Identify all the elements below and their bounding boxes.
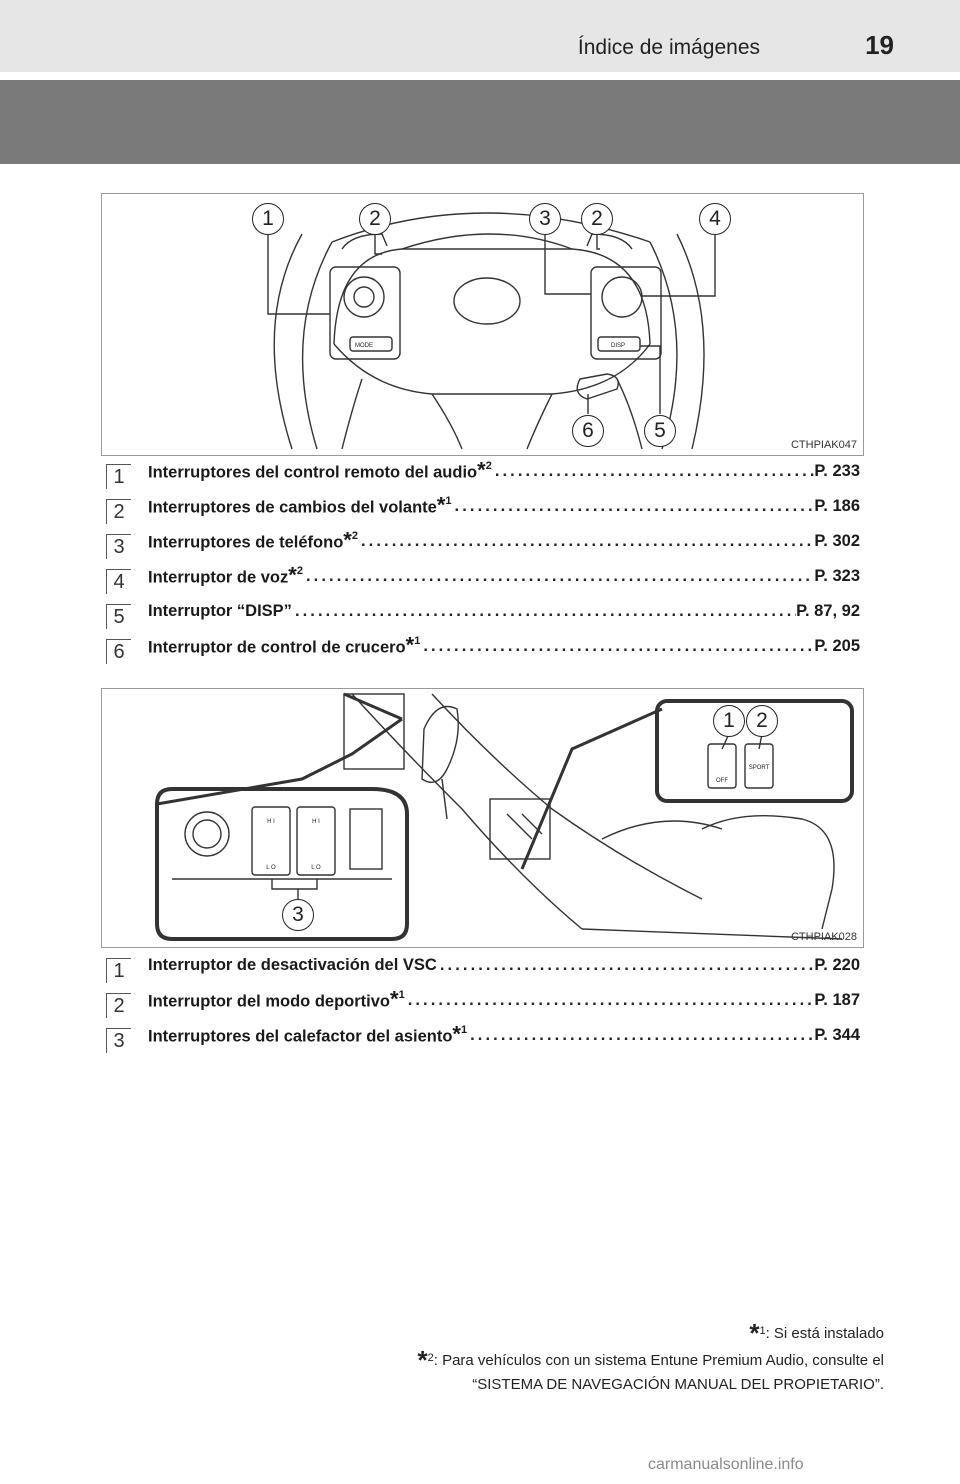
callout-5: 5 <box>644 415 676 447</box>
page-ref: P. 344 <box>814 1026 860 1044</box>
header-band <box>0 0 960 72</box>
item-number: 2 <box>106 993 131 1018</box>
asterisk: * <box>405 632 415 658</box>
page-ref: P. 302 <box>814 532 860 550</box>
footnote-2: *2: Para vehículos con un sistema Entune… <box>418 1345 885 1376</box>
asterisk: * <box>749 1318 760 1348</box>
mode-switch-label: MODE <box>355 343 373 349</box>
section-banner <box>0 80 960 164</box>
asterisk: * <box>452 1021 461 1047</box>
note-ref: 1 <box>414 635 421 647</box>
item-label: Interruptores del control remoto del aud… <box>148 463 478 482</box>
page-ref: P. 220 <box>814 956 860 974</box>
item-number: 1 <box>106 958 131 983</box>
item-label: Interruptor “DISP” <box>148 602 292 620</box>
asterisk: * <box>417 1345 428 1375</box>
disp-switch-label: DISP <box>611 343 625 349</box>
item-label: Interruptores de teléfono <box>148 533 344 552</box>
list-item: 3 Interruptores del calefactor del asien… <box>100 1022 860 1057</box>
list-item: 4 Interruptor de voz*2..................… <box>100 563 860 598</box>
item-label: Interruptor del modo deportivo <box>148 992 390 1011</box>
callout-3: 3 <box>282 899 314 931</box>
steering-wheel-illustration: MODE DISP <box>267 212 716 450</box>
list-item: 6 Interruptor de control de crucero*1...… <box>100 633 860 668</box>
note-ref: 2 <box>296 565 303 577</box>
callout-1: 1 <box>252 203 284 235</box>
item-number: 1 <box>106 464 131 489</box>
asterisk: * <box>288 562 297 588</box>
page-ref: P. 186 <box>814 497 860 515</box>
list-item: 2 Interruptor del modo deportivo*1......… <box>100 987 860 1022</box>
figure-code: CTHPIAK047 <box>790 439 857 451</box>
callout-2: 2 <box>359 203 391 235</box>
page-ref: P. 187 <box>814 991 860 1009</box>
note-ref: 1 <box>398 989 405 1001</box>
center-console-figure: H I L O H I L O OFF SPORT 1 2 3 CTHPIAK0… <box>101 688 864 948</box>
heater-hi-left: H I <box>267 819 275 825</box>
note-ref: 1 <box>460 1024 468 1036</box>
item-label: Interruptor de control de crucero <box>148 638 406 657</box>
callout-1: 1 <box>713 705 745 737</box>
page-ref: P. 205 <box>814 637 860 655</box>
list-item: 5 Interruptor “DISP”....................… <box>100 598 860 633</box>
center-console-illustration: H I L O H I L O OFF SPORT <box>155 692 854 941</box>
callout-3: 3 <box>529 203 561 235</box>
switch-list-1: 1 Interruptores del control remoto del a… <box>100 458 860 668</box>
item-number: 5 <box>106 604 131 629</box>
asterisk: * <box>436 492 446 518</box>
watermark: carmanualsonline.info <box>648 1456 804 1473</box>
figure-code: CTHPIAK028 <box>790 931 857 943</box>
callout-2: 2 <box>746 705 778 737</box>
item-label: Interruptor de voz <box>148 568 289 587</box>
page-ref: P. 87, 92 <box>796 602 860 620</box>
footnote-1: *1: Si está instalado <box>749 1318 884 1349</box>
heater-lo-left: L O <box>266 865 276 871</box>
steering-wheel-figure: MODE DISP 1 2 3 2 4 6 5 CTHPIAK047 <box>101 193 864 456</box>
page-ref: P. 233 <box>814 462 860 480</box>
heater-lo-right: L O <box>311 865 321 871</box>
item-number: 3 <box>106 1028 131 1053</box>
note-ref: 2 <box>485 460 492 472</box>
page-number: 19 <box>865 30 894 60</box>
note-ref: 2 <box>351 530 358 542</box>
page-ref: P. 323 <box>814 567 860 585</box>
callout-6: 6 <box>572 415 604 447</box>
item-number: 4 <box>106 569 131 594</box>
footnote-text: : Para vehículos con un sistema Entune P… <box>433 1352 884 1369</box>
asterisk: * <box>343 527 352 553</box>
asterisk: * <box>477 457 486 483</box>
footnote-text: : Si está instalado <box>765 1325 884 1342</box>
item-number: 3 <box>106 534 131 559</box>
footnote-2-line-2: “SISTEMA DE NAVEGACIÓN MANUAL DEL PROPIE… <box>472 1376 884 1393</box>
heater-hi-right: H I <box>312 819 320 825</box>
item-number: 6 <box>106 639 131 664</box>
callout-2b: 2 <box>581 203 613 235</box>
item-number: 2 <box>106 499 131 524</box>
section-title: Índice de imágenes <box>577 36 760 59</box>
list-item: 1 Interruptor de desactivación del VSC..… <box>100 952 860 987</box>
vsc-off-label: OFF <box>716 778 728 784</box>
item-label: Interruptores de cambios del volante <box>148 498 437 517</box>
footnote-ref: 1 <box>759 1325 766 1337</box>
sport-label: SPORT <box>749 765 770 771</box>
list-item: 1 Interruptores del control remoto del a… <box>100 458 860 493</box>
asterisk: * <box>390 986 399 1012</box>
list-item: 2 Interruptores de cambios del volante*1… <box>100 493 860 528</box>
item-label: Interruptores del calefactor del asiento <box>148 1027 453 1046</box>
footnote-ref: 2 <box>427 1352 434 1364</box>
switch-list-2: 1 Interruptor de desactivación del VSC..… <box>100 952 860 1057</box>
list-item: 3 Interruptores de teléfono*2...........… <box>100 528 860 563</box>
item-label: Interruptor de desactivación del VSC <box>148 956 437 974</box>
callout-4: 4 <box>699 203 731 235</box>
note-ref: 1 <box>445 495 452 507</box>
